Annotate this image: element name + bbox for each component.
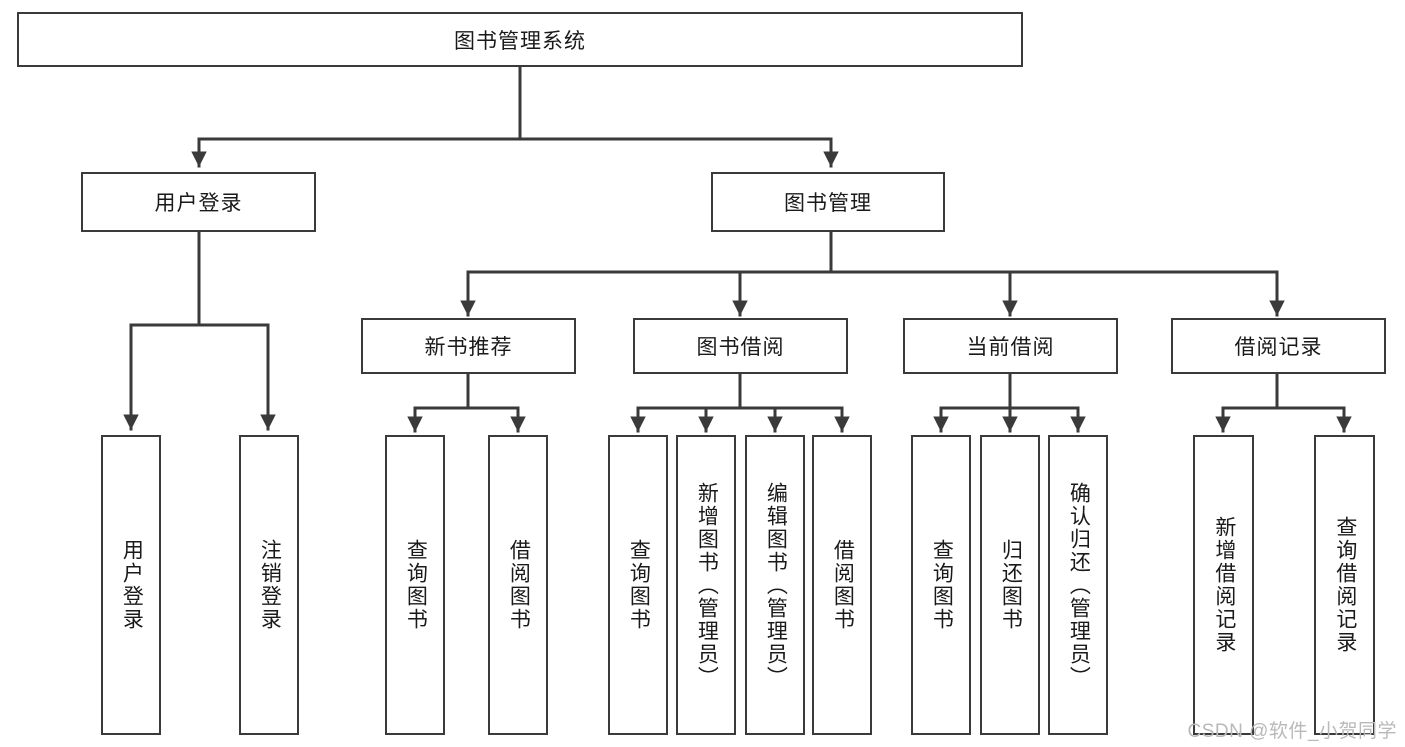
node-root-label: 图书管理系统 [454,29,586,53]
leaf-current-borrow-query[interactable]: 查询图书 [911,435,971,735]
leaf-book-borrow-query[interactable]: 查询图书 [608,435,668,735]
leaf-book-borrow-borrow-label: 借阅图书 [831,539,855,631]
leaf-user-login-logout-label: 注销登录 [258,539,282,631]
leaf-book-borrow-edit[interactable]: 编辑图书（管理员） [745,435,805,735]
leaf-user-login-logout[interactable]: 注销登录 [239,435,299,735]
leaf-borrow-record-add-label: 新增借阅记录 [1212,516,1236,654]
node-new-book-recommend-label: 新书推荐 [424,336,513,359]
node-book-management[interactable]: 图书管理 [711,172,945,232]
node-book-management-label: 图书管理 [784,192,872,215]
node-borrow-record-label: 借阅记录 [1234,336,1323,359]
leaf-current-borrow-confirm[interactable]: 确认归还（管理员） [1048,435,1108,735]
leaf-current-borrow-return[interactable]: 归还图书 [980,435,1040,735]
leaf-current-borrow-confirm-label: 确认归还（管理员） [1067,481,1091,689]
node-current-borrow-label: 当前借阅 [966,336,1055,359]
leaf-borrow-record-query-label: 查询借阅记录 [1333,516,1357,654]
leaf-current-borrow-query-label: 查询图书 [930,539,954,631]
watermark-text: CSDN @软件_小贺同学 [1187,721,1397,742]
leaf-current-borrow-return-label: 归还图书 [999,539,1023,631]
leaf-borrow-record-query[interactable]: 查询借阅记录 [1314,435,1375,735]
leaf-book-borrow-add[interactable]: 新增图书（管理员） [676,435,736,735]
node-book-borrow-label: 图书借阅 [696,336,785,359]
leaf-user-login-login-label: 用户登录 [120,539,144,631]
node-user-login-label: 用户登录 [154,192,243,215]
leaf-book-borrow-edit-label: 编辑图书（管理员） [764,481,788,689]
node-user-login[interactable]: 用户登录 [81,172,316,232]
leaf-book-borrow-query-label: 查询图书 [627,539,651,631]
node-root[interactable]: 图书管理系统 [17,12,1023,67]
leaf-new-book-borrow-label: 借阅图书 [507,539,531,631]
node-book-borrow[interactable]: 图书借阅 [633,318,848,374]
node-current-borrow[interactable]: 当前借阅 [903,318,1118,374]
leaf-borrow-record-add[interactable]: 新增借阅记录 [1193,435,1254,735]
leaf-book-borrow-add-label: 新增图书（管理员） [695,481,719,689]
leaf-new-book-borrow[interactable]: 借阅图书 [488,435,548,735]
node-new-book-recommend[interactable]: 新书推荐 [361,318,576,374]
leaf-user-login-login[interactable]: 用户登录 [101,435,161,735]
node-borrow-record[interactable]: 借阅记录 [1171,318,1386,374]
leaf-book-borrow-borrow[interactable]: 借阅图书 [812,435,872,735]
leaf-new-book-query-label: 查询图书 [404,539,428,631]
leaf-new-book-query[interactable]: 查询图书 [385,435,445,735]
